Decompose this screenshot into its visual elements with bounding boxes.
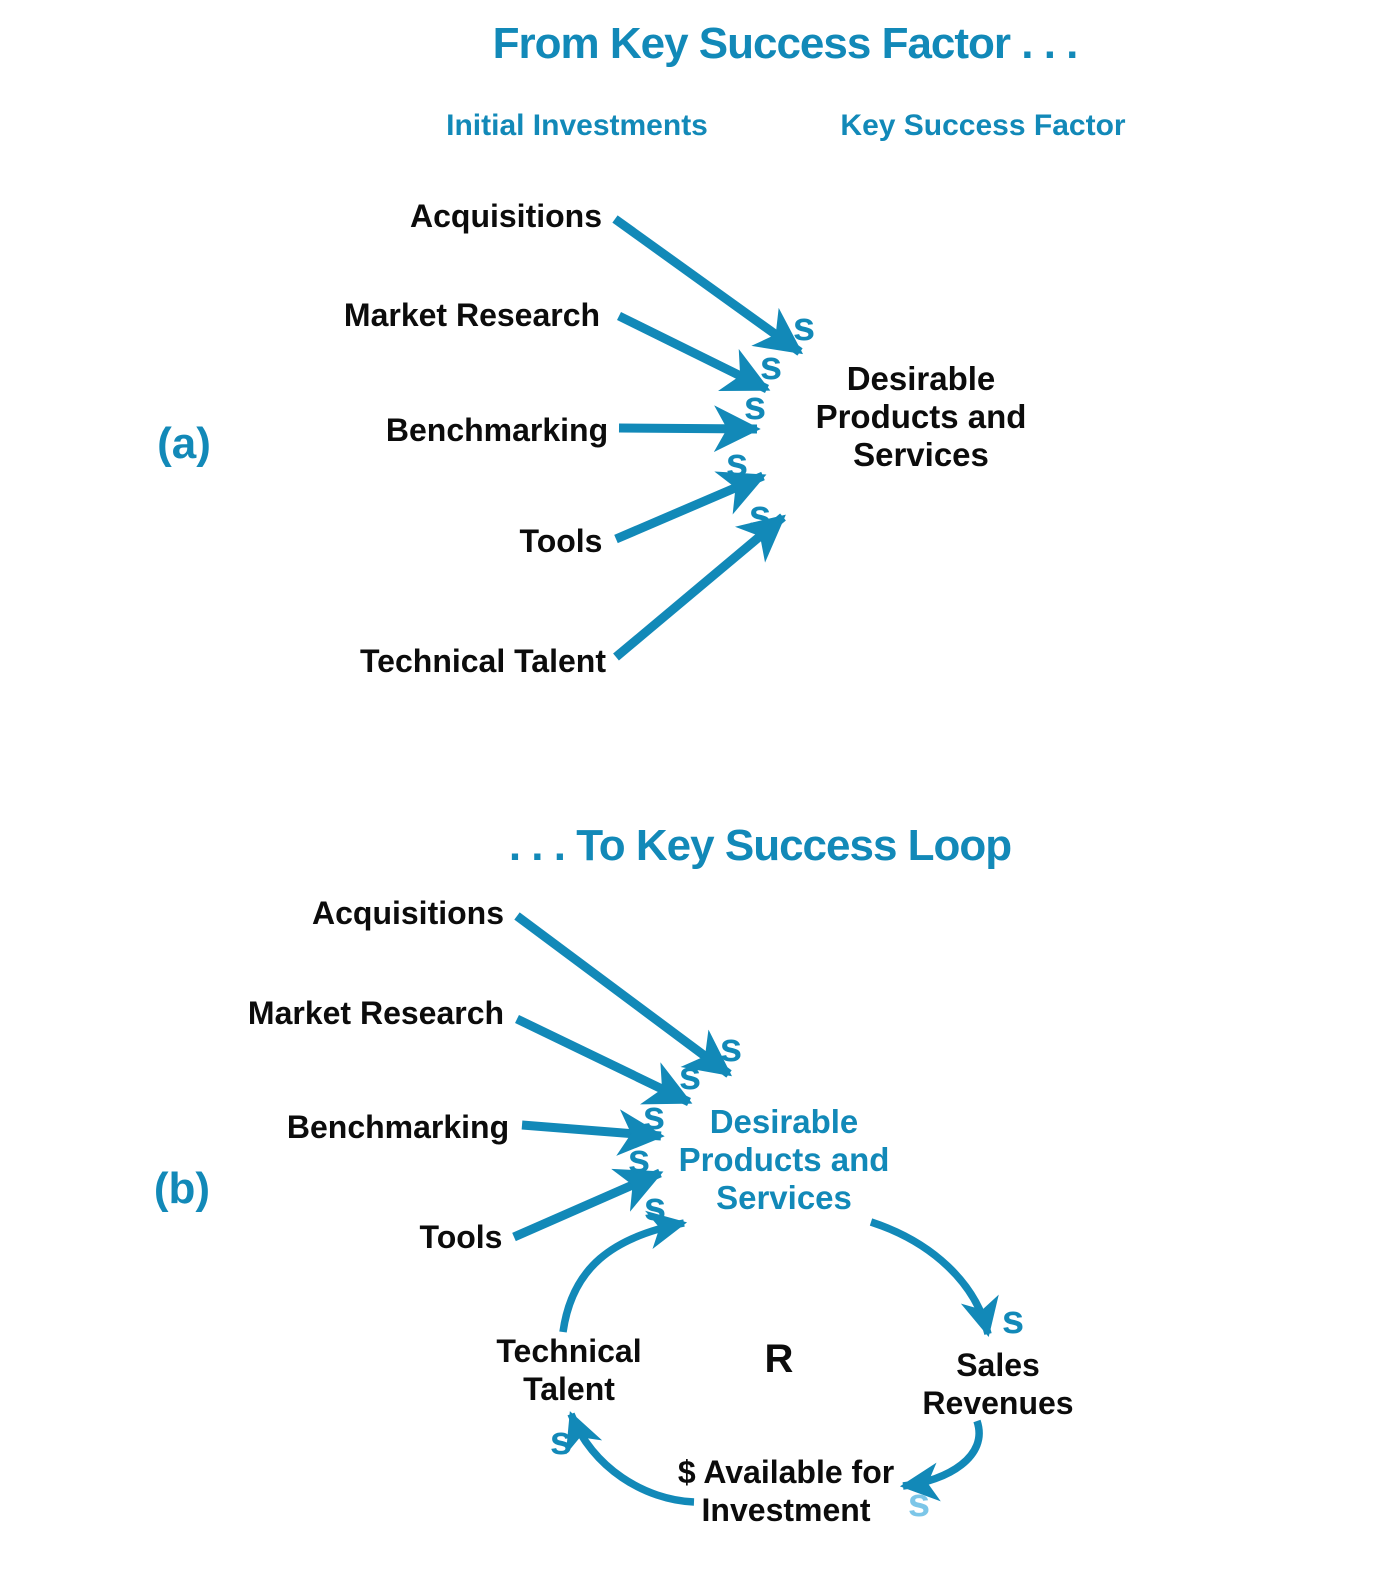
polarity-a-market-research: s: [759, 344, 783, 388]
polarity-a-tools: s: [725, 441, 749, 485]
polarity-a-benchmarking: s: [743, 384, 767, 428]
technical-talent-line-2: Talent: [523, 1371, 615, 1407]
polarity-b-benchmarking: s: [642, 1094, 666, 1138]
polarity-b-acquisitions: s: [719, 1026, 743, 1070]
arrow-b-benchmarking-to-factor: [521, 1109, 665, 1156]
polarity-loop-sales-revenues: s: [1001, 1298, 1025, 1342]
node-loop-sales-revenues: Sales Revenues: [922, 1346, 1073, 1422]
node-b-tools: Tools: [419, 1219, 503, 1255]
investment-line-1: $ Available for: [677, 1454, 895, 1490]
polarity-a-acquisitions: s: [792, 305, 816, 349]
polarity-b-tools: s: [627, 1137, 651, 1181]
reinforcing-loop-label: R: [764, 1337, 794, 1381]
factor-line-3: Services: [853, 436, 989, 473]
arc-technical-talent-to-products: [559, 1210, 688, 1333]
node-a-acquisitions: Acquisitions: [409, 198, 603, 234]
polarity-loop-technical-talent: s: [549, 1419, 573, 1463]
factor-line-2: Products and: [815, 398, 1027, 435]
arrow-a-tools-to-factor: [614, 471, 767, 544]
node-b-market-research: Market Research: [247, 995, 505, 1031]
column-header-key-success-factor: Key Success Factor: [840, 109, 1126, 142]
sales-revenues-line-2: Revenues: [922, 1385, 1074, 1421]
factor-line-1: Desirable: [709, 1103, 859, 1140]
node-a-market-research: Market Research: [343, 297, 601, 333]
polarity-a-technical-talent: s: [748, 493, 772, 537]
arrow-a-market-research-to-factor: [617, 311, 771, 394]
factor-line-2: Products and: [678, 1141, 890, 1178]
node-b-acquisitions: Acquisitions: [311, 895, 505, 931]
node-loop-available-for-investment: $ Available for Investment: [678, 1453, 894, 1529]
factor-line-3: Services: [716, 1179, 852, 1216]
technical-talent-line-1: Technical: [496, 1333, 642, 1369]
node-a-technical-talent: Technical Talent: [360, 643, 606, 679]
node-a-desirable-products-services: Desirable Products and Services: [816, 360, 1027, 474]
arrow-b-acquisitions-to-factor: [514, 912, 733, 1078]
node-a-tools: Tools: [519, 523, 603, 559]
panel-b-marker: (b): [153, 1164, 211, 1213]
arrow-a-acquisitions-to-factor: [612, 215, 804, 356]
factor-line-1: Desirable: [846, 360, 996, 397]
arc-products-to-sales-revenues: [869, 1218, 999, 1338]
node-b-desirable-products-services: Desirable Products and Services: [679, 1103, 890, 1217]
node-b-benchmarking: Benchmarking: [286, 1109, 510, 1145]
node-a-benchmarking: Benchmarking: [385, 412, 609, 448]
arc-sales-revenues-to-investment: [899, 1419, 983, 1502]
polarity-b-market-research: s: [678, 1054, 702, 1098]
arrow-a-benchmarking-to-factor: [618, 405, 761, 453]
investment-line-2: Investment: [701, 1492, 871, 1528]
arrow-b-market-research-to-factor: [515, 1014, 693, 1107]
column-header-initial-investments: Initial Investments: [446, 109, 708, 142]
panel-a-title: From Key Success Factor . . .: [492, 19, 1079, 68]
arrow-a-technical-talent-to-factor: [613, 513, 786, 661]
panel-b-title: . . . To Key Success Loop: [508, 821, 1012, 870]
polarity-b-technical-talent: s: [643, 1185, 667, 1229]
node-loop-technical-talent: Technical Talent: [496, 1332, 641, 1408]
sales-revenues-line-1: Sales: [956, 1347, 1040, 1383]
arc-investment-to-technical-talent: [565, 1411, 695, 1506]
arrow-b-tools-to-factor: [512, 1168, 664, 1242]
panel-a-marker: (a): [157, 419, 211, 468]
polarity-loop-investment: s: [907, 1481, 931, 1525]
